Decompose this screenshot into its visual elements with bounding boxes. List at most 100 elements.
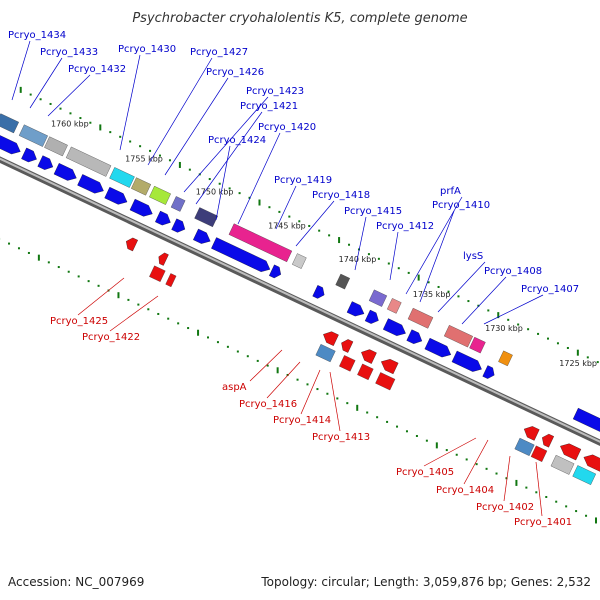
forward-gene-arrow bbox=[193, 228, 211, 244]
reverse-leader-line bbox=[77, 277, 125, 316]
tick-label: 1745 kbp bbox=[268, 222, 306, 231]
reverse-gene-arrow bbox=[341, 339, 354, 353]
reverse-tick-mark bbox=[485, 467, 488, 470]
reverse-tick-mark bbox=[545, 495, 548, 498]
reverse-leader-line bbox=[329, 371, 341, 432]
reverse-gene-arrow bbox=[560, 443, 582, 461]
tick-label: 1760 kbp bbox=[51, 119, 89, 128]
forward-gene-label: Pcryo_1432 bbox=[68, 64, 126, 75]
reverse-tick-mark bbox=[505, 477, 508, 480]
reverse-tick-mark bbox=[575, 510, 578, 513]
forward-gene-label: Pcryo_1430 bbox=[118, 44, 176, 55]
forward-gene-arrow bbox=[155, 210, 171, 226]
reverse-tick-mark bbox=[286, 373, 289, 376]
reverse-leader-line bbox=[249, 349, 283, 382]
forward-gene-label: Pcryo_1424 bbox=[208, 135, 266, 146]
forward-gene-arrow bbox=[53, 163, 77, 181]
reverse-gene-box bbox=[149, 265, 166, 282]
forward-tick-mark bbox=[298, 220, 301, 223]
forward-gene-box bbox=[469, 336, 486, 354]
reverse-tick-mark bbox=[57, 266, 60, 269]
accession-text: Accession: NC_007969 bbox=[8, 575, 144, 589]
forward-gene-arrow bbox=[451, 350, 482, 372]
reverse-tick-mark bbox=[585, 514, 588, 517]
reverse-tick-mark bbox=[595, 517, 598, 524]
forward-gene-arrow bbox=[104, 186, 128, 205]
tick-label: 1750 kbp bbox=[196, 188, 234, 197]
forward-gene-label: Pcryo_1420 bbox=[258, 122, 316, 133]
forward-tick-mark bbox=[288, 215, 291, 218]
forward-tick-mark bbox=[218, 182, 221, 185]
reverse-tick-mark bbox=[27, 251, 30, 254]
forward-tick-mark bbox=[238, 192, 241, 195]
genome-backbone bbox=[0, 156, 600, 447]
forward-leader-line bbox=[11, 40, 31, 101]
forward-tick-mark bbox=[417, 274, 420, 281]
reverse-gene-box bbox=[339, 355, 356, 372]
reverse-tick-mark bbox=[555, 500, 558, 503]
forward-tick-mark bbox=[328, 234, 331, 237]
reverse-tick-mark bbox=[445, 449, 448, 452]
reverse-gene-arrow bbox=[126, 237, 138, 252]
reverse-tick-mark bbox=[405, 430, 408, 433]
reverse-gene-arrow bbox=[381, 359, 399, 375]
forward-leader-line bbox=[237, 132, 281, 225]
forward-gene-arrow bbox=[21, 147, 37, 163]
forward-tick-mark bbox=[178, 161, 181, 168]
forward-gene-label: prfA bbox=[440, 186, 461, 197]
reverse-tick-mark bbox=[147, 308, 150, 311]
forward-gene-box bbox=[407, 307, 434, 329]
forward-gene-arrow bbox=[482, 365, 495, 379]
forward-gene-label: Pcryo_1407 bbox=[521, 284, 579, 295]
forward-tick-mark bbox=[566, 346, 569, 349]
reverse-tick-mark bbox=[276, 367, 279, 374]
forward-leader-line bbox=[195, 111, 263, 205]
forward-gene-label: Pcryo_1427 bbox=[190, 47, 248, 58]
reverse-tick-mark bbox=[47, 261, 50, 264]
forward-gene-arrow bbox=[37, 155, 54, 170]
forward-tick-mark bbox=[338, 237, 341, 244]
forward-tick-mark bbox=[158, 154, 161, 157]
forward-tick-mark bbox=[39, 98, 42, 101]
forward-gene-box bbox=[443, 325, 473, 348]
reverse-leader-line bbox=[266, 361, 301, 399]
forward-leader-line bbox=[405, 196, 463, 295]
reverse-gene-label: Pcryo_1404 bbox=[436, 485, 494, 496]
reverse-gene-arrow bbox=[158, 252, 169, 266]
reverse-tick-mark bbox=[455, 453, 458, 456]
reverse-gene-box bbox=[375, 372, 396, 391]
reverse-tick-mark bbox=[386, 420, 389, 423]
reverse-leader-line bbox=[423, 437, 477, 467]
forward-gene-label: Pcryo_1419 bbox=[274, 175, 332, 186]
reverse-tick-mark bbox=[376, 416, 379, 419]
reverse-tick-mark bbox=[207, 336, 210, 339]
reverse-tick-mark bbox=[187, 327, 190, 330]
forward-tick-mark bbox=[248, 196, 251, 199]
gene-boxes bbox=[0, 113, 597, 485]
tick-label: 1755 kbp bbox=[125, 154, 163, 163]
reverse-gene-arrow bbox=[323, 331, 339, 346]
reverse-tick-mark bbox=[87, 280, 90, 283]
reverse-tick-mark bbox=[37, 254, 40, 261]
reverse-leader-line bbox=[463, 439, 489, 485]
reverse-tick-mark bbox=[157, 312, 160, 315]
reverse-tick-mark bbox=[266, 364, 269, 367]
forward-tick-mark bbox=[228, 187, 231, 190]
forward-tick-mark bbox=[377, 257, 380, 260]
forward-tick-mark bbox=[556, 342, 559, 345]
forward-tick-mark bbox=[49, 102, 52, 105]
reverse-tick-mark bbox=[475, 463, 478, 466]
reverse-gene-label: Pcryo_1425 bbox=[50, 316, 108, 327]
forward-tick-mark bbox=[268, 206, 271, 209]
reverse-gene-label: Pcryo_1413 bbox=[312, 432, 370, 443]
forward-gene-arrow bbox=[382, 318, 406, 336]
reverse-gene-arrow bbox=[361, 349, 377, 364]
forward-gene-box bbox=[109, 167, 135, 188]
reverse-gene-arrow bbox=[583, 454, 600, 472]
reverse-tick-mark bbox=[167, 317, 170, 320]
forward-gene-label: Pcryo_1412 bbox=[376, 221, 434, 232]
forward-tick-mark bbox=[447, 290, 450, 293]
reverse-tick-mark bbox=[515, 479, 518, 486]
forward-tick-mark bbox=[59, 107, 62, 110]
forward-leader-line bbox=[164, 77, 229, 176]
